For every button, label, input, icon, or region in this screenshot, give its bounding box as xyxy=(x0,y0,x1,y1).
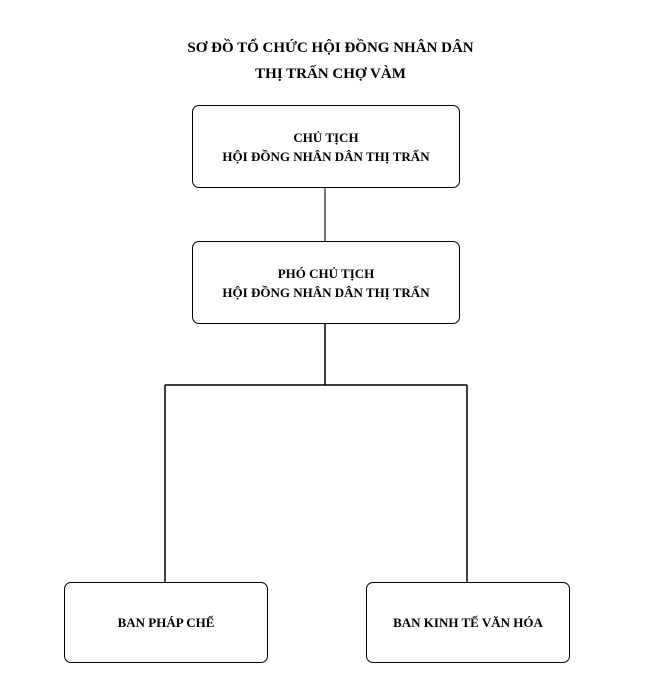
node-economic-cultural-committee: BAN KINH TẾ VĂN HÓA xyxy=(366,582,570,663)
node-legal-committee-label: BAN PHÁP CHẾ xyxy=(117,615,215,630)
node-vice-chairman: PHÓ CHỦ TỊCH HỘI ĐỒNG NHÂN DÂN THỊ TRẤN xyxy=(192,241,460,324)
node-chairman-subtitle: HỘI ĐỒNG NHÂN DÂN THỊ TRẤN xyxy=(222,148,430,164)
diagram-title-line-2: THỊ TRẤN CHỢ VÀM xyxy=(255,66,406,82)
diagram-title-line-1: SƠ ĐỒ TỔ CHỨC HỘI ĐỒNG NHÂN DÂN xyxy=(187,40,474,56)
node-economic-cultural-committee-label: BAN KINH TẾ VĂN HÓA xyxy=(393,615,543,630)
node-vice-chairman-subtitle: HỘI ĐỒNG NHÂN DÂN THỊ TRẤN xyxy=(222,284,430,300)
node-vice-chairman-title: PHÓ CHỦ TỊCH xyxy=(277,265,375,281)
node-chairman: CHỦ TỊCH HỘI ĐỒNG NHÂN DÂN THỊ TRẤN xyxy=(192,105,460,188)
node-chairman-title: CHỦ TỊCH xyxy=(293,129,359,145)
node-legal-committee: BAN PHÁP CHẾ xyxy=(64,582,268,663)
